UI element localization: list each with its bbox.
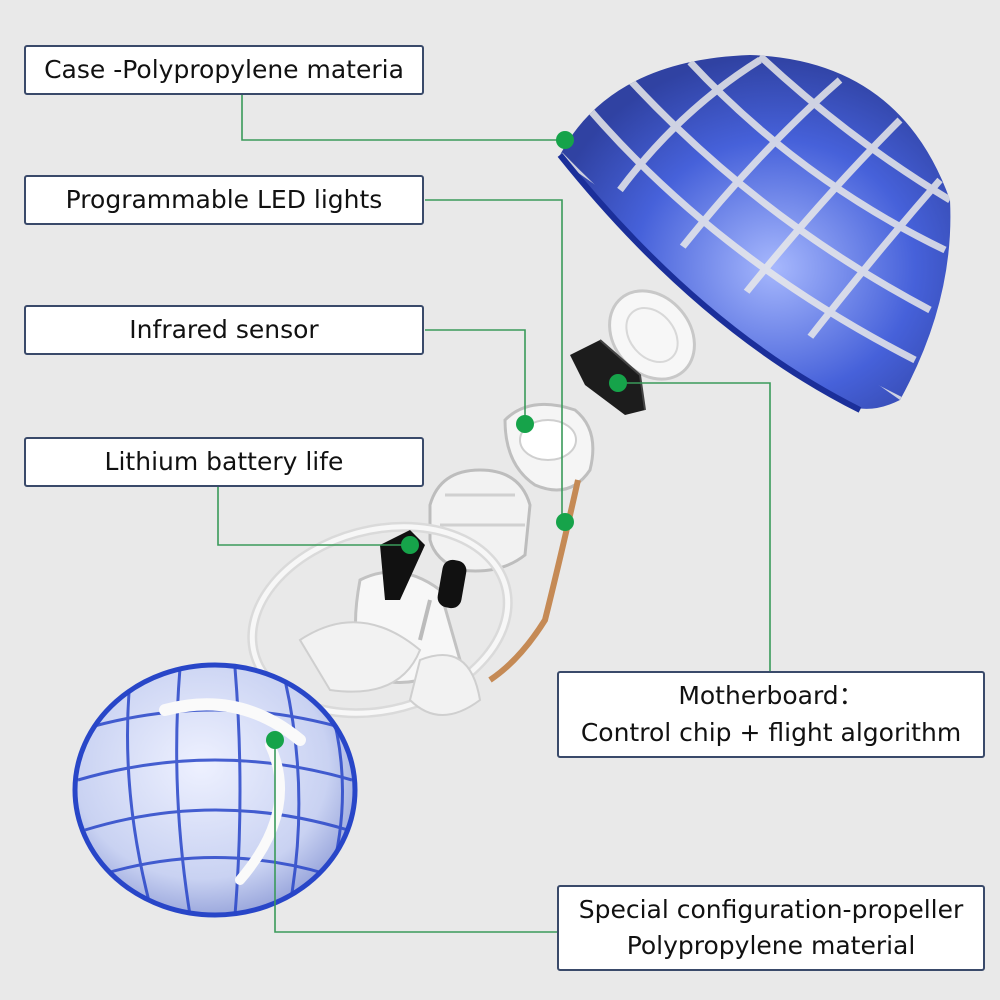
dot-motherboard — [609, 374, 627, 392]
leader-line-led — [425, 199, 563, 522]
leader-line-propeller — [274, 740, 557, 933]
dot-infrared — [516, 415, 534, 433]
label-led-text: Programmable LED lights — [65, 184, 383, 214]
label-infrared: Infrared sensor — [24, 305, 424, 355]
leader-line-infrared — [425, 329, 526, 424]
dot-led — [556, 513, 574, 531]
label-case: Case -Polypropylene materia — [24, 45, 424, 95]
label-case-text: Case -Polypropylene materia — [44, 54, 404, 84]
top-shell-graphic — [557, 55, 951, 413]
label-battery: Lithium battery life — [24, 437, 424, 487]
leader-lines — [217, 92, 771, 933]
dot-battery — [401, 536, 419, 554]
leader-line-battery — [217, 485, 410, 546]
label-motherboard: Motherboard： Control chip + flight algor… — [557, 671, 985, 758]
dot-case — [556, 131, 574, 149]
leader-line-case — [241, 92, 565, 141]
label-motherboard-detail: Control chip + flight algorithm — [580, 717, 962, 747]
label-propeller: Special configuration-propeller Polyprop… — [557, 885, 985, 971]
infrared-sensor-graphic — [503, 402, 595, 492]
label-led: Programmable LED lights — [24, 175, 424, 225]
propeller-assembly-graphic — [247, 521, 513, 719]
dot-propeller — [266, 731, 284, 749]
label-propeller-title: Special configuration-propeller — [578, 894, 964, 924]
label-battery-text: Lithium battery life — [104, 446, 344, 476]
label-motherboard-title: Motherboard： — [678, 681, 864, 711]
label-infrared-text: Infrared sensor — [129, 314, 319, 344]
motherboard-chip-graphic — [570, 339, 646, 415]
leader-line-motherboard — [618, 382, 771, 672]
bottom-shell-graphic — [72, 662, 358, 918]
leader-dots — [266, 131, 627, 749]
label-propeller-material: Polypropylene material — [626, 931, 916, 960]
